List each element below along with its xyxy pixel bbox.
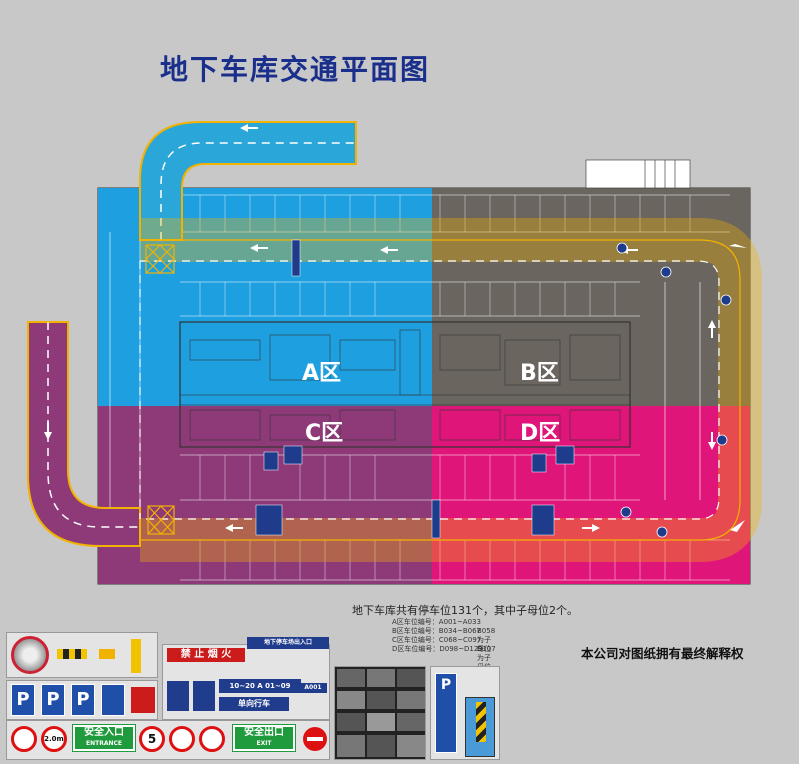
- exit-cn: 安全出口: [244, 727, 284, 738]
- speed-limit-sign: 5: [139, 726, 165, 752]
- no-pedestrian-sign: [11, 726, 37, 752]
- parking-summary: 地下车库共有停车位131个，其中子母位2个。: [352, 604, 578, 617]
- zone-range-sign: 10~20 A 01~09: [219, 679, 301, 693]
- parking-sign-3: P: [71, 684, 95, 716]
- range-note: B058为子母位: [477, 627, 496, 653]
- a001-sign: A001: [299, 683, 327, 693]
- parking-sign-2: P: [41, 684, 65, 716]
- parking-sign-1: P: [11, 684, 35, 716]
- entrance-cn: 安全入口: [84, 727, 124, 738]
- garage-map: A区 B区 C区 D区: [27, 121, 762, 585]
- core-walls: [180, 329, 630, 441]
- sign-panel-center: 禁 止 烟 火 地下停车场出入口 10~20 A 01~09 单向行车 A001: [162, 637, 330, 720]
- parking-sign-4: [101, 684, 125, 716]
- corner-marker-tr: [729, 244, 747, 248]
- garage-floorplan: [27, 121, 762, 585]
- hatch-box-bottom: [147, 505, 175, 535]
- zone-c-label: C区: [305, 421, 344, 446]
- zone-guide-sign-2: [193, 681, 215, 711]
- zone-a-label: A区: [302, 361, 342, 386]
- parking-entrance-sign: 地下停车场出入口: [247, 637, 329, 649]
- stair-room: [585, 159, 691, 189]
- parking-rows: [109, 194, 730, 581]
- speed-bump-icon: [57, 649, 87, 659]
- entrance-ramp-top: [139, 121, 357, 241]
- zone-c-area: [98, 406, 432, 584]
- no-overtaking-sign: [169, 726, 195, 752]
- entrance-ramp-left: [27, 321, 141, 547]
- no-entry-sign: [131, 687, 155, 713]
- no-entry-icon: [303, 727, 327, 751]
- range-row-c: C区车位编号：C068~C097: [392, 636, 483, 645]
- core-building: [179, 321, 631, 448]
- entrance-en: ENTRANCE: [86, 740, 122, 747]
- range-label: D区车位编号：D098~D129: [392, 645, 483, 653]
- hatch-box-top: [145, 244, 175, 274]
- zone-guide-sign-1: [167, 681, 189, 711]
- disclaimer: 本公司对图纸拥有最终解释权: [581, 646, 744, 661]
- range-row-a: A区车位编号：A001~A033: [392, 618, 483, 627]
- column-guard-icon: [131, 639, 141, 673]
- range-row-d: D区车位编号：D098~D129D107为子母位: [392, 645, 496, 671]
- exit-en: EXIT: [256, 740, 272, 747]
- page-title: 地下车库交通平面图: [160, 53, 431, 86]
- no-smoking-sign: 禁 止 烟 火: [167, 648, 245, 662]
- sign-panel-bottom: 2.0m 安全入口 ENTRANCE 5 安全出口 EXIT: [6, 720, 330, 760]
- pillar-panel: P: [430, 666, 500, 760]
- driving-lanes: [139, 218, 762, 562]
- photo-thumbnails: [337, 669, 425, 757]
- zone-d-area: [432, 406, 750, 584]
- one-way-sign: 单向行车: [219, 697, 289, 711]
- column-stripe-icon: [465, 697, 495, 757]
- sign-panel-left: [6, 632, 158, 678]
- parking-stalls-top: [199, 195, 691, 580]
- sign-panel-parking: P P P: [6, 680, 158, 720]
- range-label: A区车位编号：A001~A033: [392, 618, 481, 626]
- convex-mirror-icon: [11, 636, 49, 674]
- zone-d-label: D区: [520, 421, 561, 446]
- range-tag-2: 01~09: [265, 682, 291, 690]
- entrance-sign: 安全入口 ENTRANCE: [72, 724, 136, 752]
- zone-b-label: B区: [520, 361, 559, 386]
- photo-grid: [334, 666, 426, 760]
- exit-sign: 安全出口 EXIT: [232, 724, 296, 752]
- floor-signs: [255, 239, 732, 539]
- range-label: B区车位编号：B034~B067: [392, 627, 481, 635]
- range-label: C区车位编号：C068~C097: [392, 636, 482, 644]
- zone-tag: A: [257, 682, 263, 690]
- lane-arrows: [44, 124, 716, 532]
- ramp-lane-top: [160, 142, 356, 240]
- corner-marker-br: [730, 520, 745, 532]
- wheel-stop-icon: [99, 649, 115, 659]
- height-limit-sign: 2.0m: [41, 726, 67, 752]
- parking-pillar-sign: P: [435, 673, 457, 753]
- range-tag-1: 10~20: [229, 682, 255, 690]
- no-walking-sign: [199, 726, 225, 752]
